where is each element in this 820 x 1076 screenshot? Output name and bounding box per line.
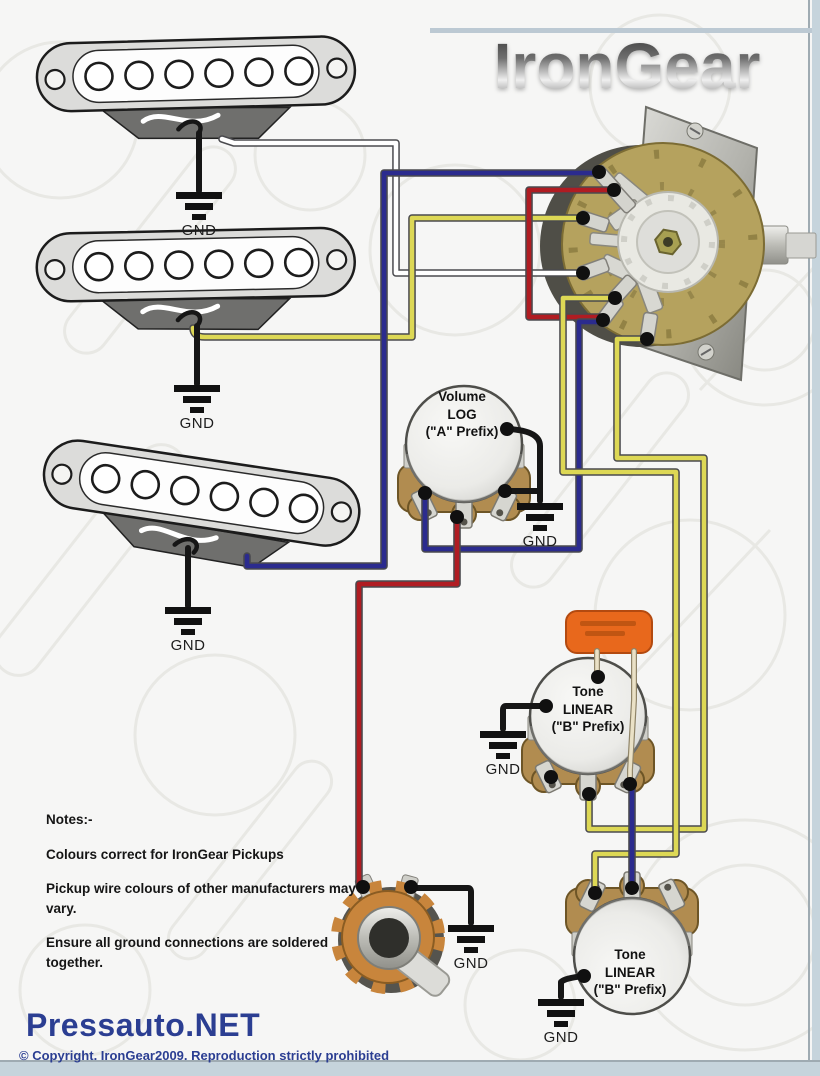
volume-pot-label: Volume LOG ("A" Prefix) (425, 389, 499, 440)
tone-pot-bottom-label: Tone LINEAR ("B" Prefix) (593, 947, 667, 998)
notes-block: Notes:- Colours correct for IronGear Pic… (46, 810, 358, 987)
gnd-label-volume: GND (522, 533, 558, 550)
copyright-line: © Copyright. IronGear2009. Reproduction … (19, 1048, 390, 1063)
tone-capacitor (565, 610, 653, 654)
irongear-logo: IronGear (455, 34, 799, 98)
wire-volume-to-jack-red (359, 519, 457, 886)
solder-joints (356, 165, 654, 983)
wire-jack-ground (408, 885, 474, 926)
gnd-label-neck: GND (181, 222, 217, 239)
note-line: Colours correct for IronGear Pickups (46, 846, 284, 862)
gnd-label-middle: GND (179, 415, 215, 432)
note-line: Pickup wire colours of other manufacture… (46, 881, 356, 916)
middle-pickup (36, 227, 356, 334)
notes-heading: Notes:- (46, 812, 93, 827)
site-name: Pressauto.NET (26, 1007, 261, 1043)
wire-tone1-ground (500, 703, 549, 732)
bridge-pickup (35, 436, 364, 582)
gnd-label-bridge: GND (170, 637, 206, 654)
neck-pickup (36, 36, 357, 144)
note-line: Ensure all ground connections are solder… (46, 935, 329, 970)
tone-pot-middle-label: Tone LINEAR ("B" Prefix) (551, 684, 625, 735)
gnd-label-tone2: GND (543, 1029, 579, 1046)
gnd-label-jack: GND (453, 955, 489, 972)
gnd-label-tone1: GND (485, 761, 521, 778)
output-jack (331, 873, 451, 997)
